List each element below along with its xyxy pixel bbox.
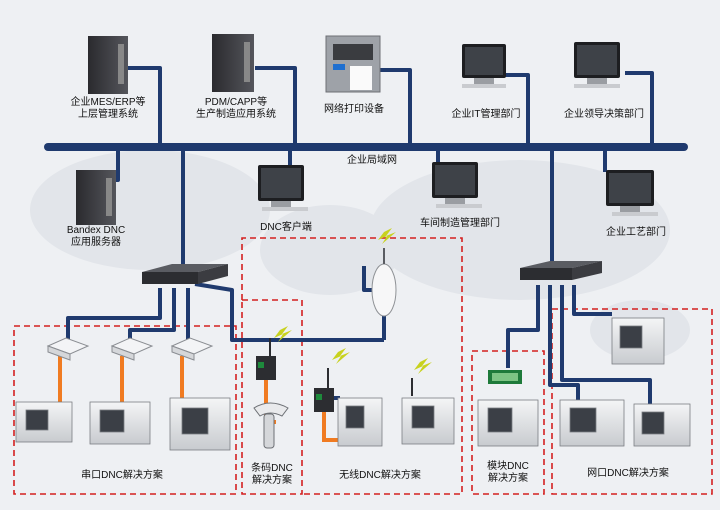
barcode-label-line-1: 条码DNC <box>251 463 293 474</box>
cable-printer <box>380 68 412 147</box>
wireless-ap-icon <box>371 228 397 317</box>
cable-module <box>506 285 540 368</box>
printer-label: 网络打印设备 <box>324 104 384 115</box>
cnc-machine-icons <box>15 317 691 451</box>
barcode-solution-box <box>241 299 303 495</box>
cable-serial-2 <box>128 288 176 344</box>
barcode-scanner-icon <box>253 402 289 449</box>
cable-pdm <box>255 66 297 147</box>
printer-icon <box>325 35 381 93</box>
wireless-module-icons <box>256 326 522 412</box>
pdm-server-label: PDM/CAPP等 生产制造应用系统 <box>196 97 276 121</box>
dnc-server-label: Bandex DNC 应用服务器 <box>67 225 125 249</box>
cable-eth-1 <box>548 285 580 400</box>
module-solution-label: 模块DNC 解决方案 <box>487 461 529 485</box>
erp-label-line-2: 上层管理系统 <box>77 109 138 120</box>
ethernet-solution-box <box>551 308 713 495</box>
barcode-label-line-2: 解决方案 <box>251 475 292 486</box>
cable-switch-to-ap <box>194 282 384 342</box>
pdm-label-line-1: PDM/CAPP等 <box>204 97 268 108</box>
serial-solution-box <box>13 325 237 495</box>
serial-cable-2 <box>112 356 124 410</box>
serial-solution-label: 串口DNC解决方案 <box>81 470 163 481</box>
erp-label-line-1: 企业MES/ERP等 <box>70 97 146 108</box>
wireless-solution-box <box>241 237 463 495</box>
it-dept-label: 企业IT管理部门 <box>451 109 521 120</box>
barcode-solution-label: 条码DNC 解决方案 <box>251 463 293 487</box>
dnc-server-label-line-2: 应用服务器 <box>70 237 121 248</box>
serial-converter-icons <box>46 337 214 361</box>
erp-server-label: 企业MES/ERP等 上层管理系统 <box>70 97 145 121</box>
network-switch-icons <box>142 261 602 284</box>
cable-serial-1 <box>66 288 162 344</box>
server-icons <box>76 34 254 225</box>
cable-eth-3 <box>572 285 612 316</box>
cable-leadership <box>625 71 654 147</box>
cable-erp <box>128 66 162 147</box>
pdm-label-line-2: 生产制造应用系统 <box>196 109 276 120</box>
cable-it <box>505 73 530 147</box>
desktop-pc-icons <box>258 42 658 216</box>
module-label-line-2: 解决方案 <box>487 473 528 484</box>
wireless-solution-label: 无线DNC解决方案 <box>339 470 421 481</box>
workshop-dept-label: 车间制造管理部门 <box>420 218 500 229</box>
dnc-server-label-line-1: Bandex DNC <box>66 225 126 236</box>
lan-label: 企业局域网 <box>347 155 397 166</box>
lan-backbone <box>44 143 688 151</box>
dnc-client-label: DNC客户端 <box>260 222 312 233</box>
ethernet-solution-label: 网口DNC解决方案 <box>587 468 669 479</box>
leadership-dept-label: 企业领导决策部门 <box>564 109 644 120</box>
process-dept-label: 企业工艺部门 <box>606 227 666 238</box>
cable-eth-2 <box>560 285 652 404</box>
module-label-line-1: 模块DNC <box>487 461 529 472</box>
